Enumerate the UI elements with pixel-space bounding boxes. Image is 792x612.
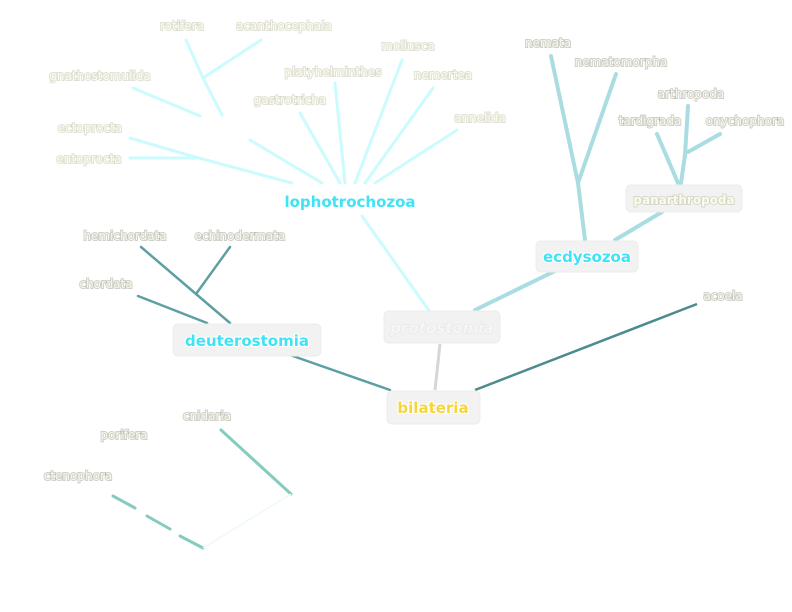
leaf-ectoprocta: ectoprocta <box>58 121 122 135</box>
branch-cnidaria <box>219 428 293 496</box>
deuterostomia-branches <box>136 245 392 392</box>
branch-deut-bilat <box>288 353 392 392</box>
leaf-cnidaria: cnidaria <box>183 409 231 423</box>
branch-gnathostomulida <box>131 86 202 118</box>
branch-platyhelminthes <box>333 81 347 185</box>
branch-inner <box>248 138 324 185</box>
branch-nemata <box>549 54 580 185</box>
lophotrochozoa-label: lophotrochozoa <box>284 193 415 211</box>
leaf-nematomorpha: nematomorpha <box>575 55 668 69</box>
branch-onychophora <box>686 132 722 154</box>
leaf-arthropoda: arthropoda <box>658 87 725 101</box>
branch-acoela <box>474 302 698 392</box>
branch-nemertea <box>363 86 435 185</box>
branch-lopho-proto <box>360 214 432 314</box>
deuterostomia-label: deuterostomia <box>185 332 309 350</box>
leaf-entoprocta: entoprocta <box>56 152 121 166</box>
branch-ctenophora-2 <box>145 514 172 531</box>
branch-root <box>202 493 292 549</box>
branch-ento-ecto <box>193 155 294 185</box>
branch-gastrotricha <box>298 111 342 185</box>
lophotrochozoa-branches <box>128 38 459 314</box>
leaf-onychophora: onychophora <box>706 114 784 128</box>
deuterostomia-box <box>172 323 322 357</box>
branch-acanthocephala <box>201 38 263 80</box>
ecdysozoa-label: ecdysozoa <box>543 248 631 266</box>
bilateria-label: bilateria <box>397 399 468 417</box>
protostomia-label: protostomia <box>389 319 493 337</box>
ecdysozoa-branches <box>473 54 722 312</box>
leaf-rotifera: rotifera <box>160 19 204 33</box>
branch-arthropoda <box>683 104 690 157</box>
branch-ctenophora-1 <box>111 494 137 510</box>
leaf-annelida: annelida <box>454 111 506 125</box>
branch-ectoprocta <box>128 136 197 159</box>
leaf-tardigrada: tardigrada <box>619 114 682 128</box>
leaf-hemichordata: hemichordata <box>83 229 166 243</box>
leaf-nemertea: nemertea <box>414 68 472 82</box>
branch-nematomorpha <box>576 72 618 185</box>
leaf-acoela: acoela <box>703 289 742 303</box>
leaf-mollusca: mollusca <box>381 39 435 53</box>
branch-arth-ony <box>679 153 687 185</box>
branch-hemichordata <box>139 245 232 325</box>
branch-ctenophora-3 <box>178 534 205 550</box>
branch-roti-acan <box>201 76 224 117</box>
leaf-echinodermata: echinodermata <box>195 229 286 243</box>
branch-nema-ecdy <box>576 181 587 242</box>
panarthropoda-box <box>625 184 743 213</box>
leaf-nemata: nemata <box>525 36 571 50</box>
basal-branches <box>111 428 293 550</box>
branch-chordata <box>136 294 209 325</box>
ecdysozoa-box <box>535 240 639 273</box>
leaf-chordata: chordata <box>79 277 132 291</box>
leaf-platyhelminthes: platyhelminthes <box>284 65 381 79</box>
branch-tardigrada <box>655 132 680 185</box>
branch-echinodermata <box>194 245 232 296</box>
leaf-gnathostomulida: gnathostomulida <box>49 69 150 83</box>
branch-mollusca <box>353 58 404 185</box>
protostomia-box <box>383 310 501 344</box>
leaf-ctenophora: ctenophora <box>44 469 112 483</box>
leaf-porifera: porifera <box>100 428 147 442</box>
leaf-acanthocephala: acanthocephala <box>236 19 332 33</box>
panarthropoda-label: panarthropoda <box>633 193 734 207</box>
branch-pan-ecdy <box>613 210 664 242</box>
branch-proto-bilat <box>433 343 442 391</box>
branch-rotifera <box>184 38 205 80</box>
branch-ecdy-proto <box>473 269 557 312</box>
leaf-gastrotricha: gastrotricha <box>254 93 326 107</box>
branch-annelida <box>373 128 459 185</box>
bilateria-box <box>386 390 481 425</box>
